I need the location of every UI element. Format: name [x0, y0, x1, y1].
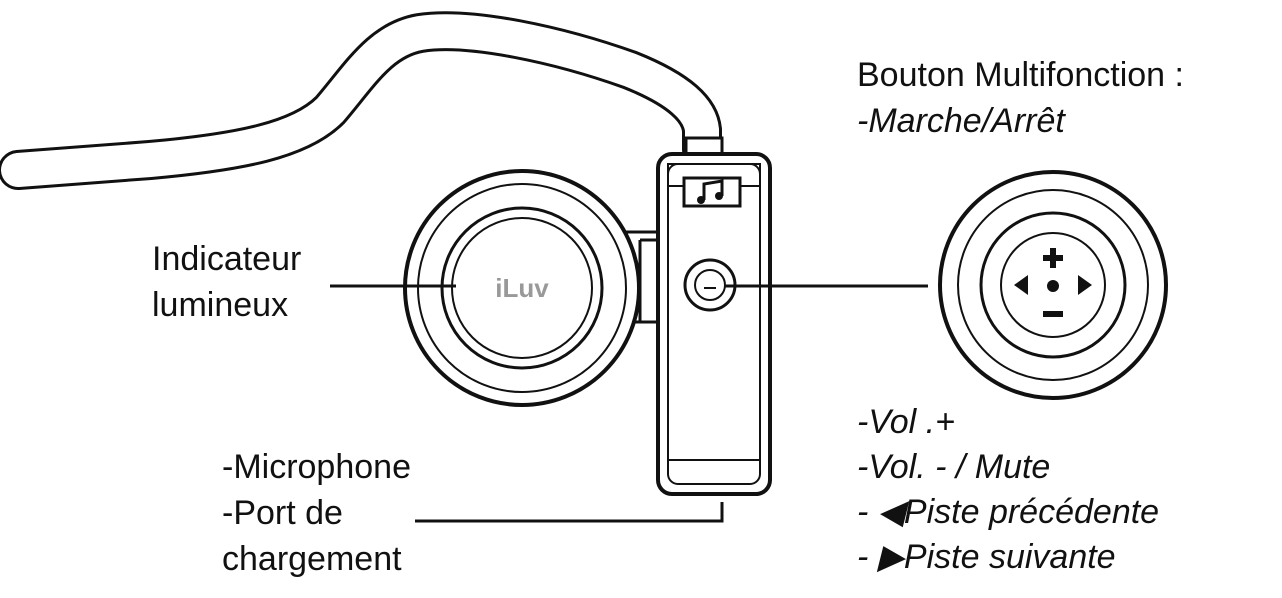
microphone-label: -Microphone [222, 448, 411, 486]
triangle-right-icon [1078, 275, 1092, 295]
multifunction-title: Bouton Multifonction : [857, 56, 1184, 94]
music-note-icon [682, 176, 742, 208]
indicator-label-line-2: lumineux [152, 286, 289, 324]
charging-port-label-cont: chargement [222, 540, 402, 578]
indicator-label-line-1: Indicateur [152, 240, 302, 278]
plus-icon [1043, 248, 1063, 268]
neckband [0, 11, 722, 190]
center-dot-icon [1047, 280, 1059, 292]
next-track-label: - ▶Piste suivante [857, 538, 1116, 576]
triangle-left-icon [1014, 275, 1028, 295]
vol-up-label: -Vol .+ [857, 403, 955, 441]
control-stem [656, 152, 772, 496]
charging-port-label: -Port de [222, 494, 343, 532]
vol-down-mute-label: -Vol. - / Mute [857, 448, 1051, 486]
logo-text: iLuv [495, 273, 549, 303]
ear-housing [403, 169, 682, 407]
power-onoff-label: -Marche/Arrêt [857, 102, 1065, 140]
previous-track-label: - ◀Piste précédente [857, 493, 1160, 531]
leader-lines [330, 284, 928, 523]
